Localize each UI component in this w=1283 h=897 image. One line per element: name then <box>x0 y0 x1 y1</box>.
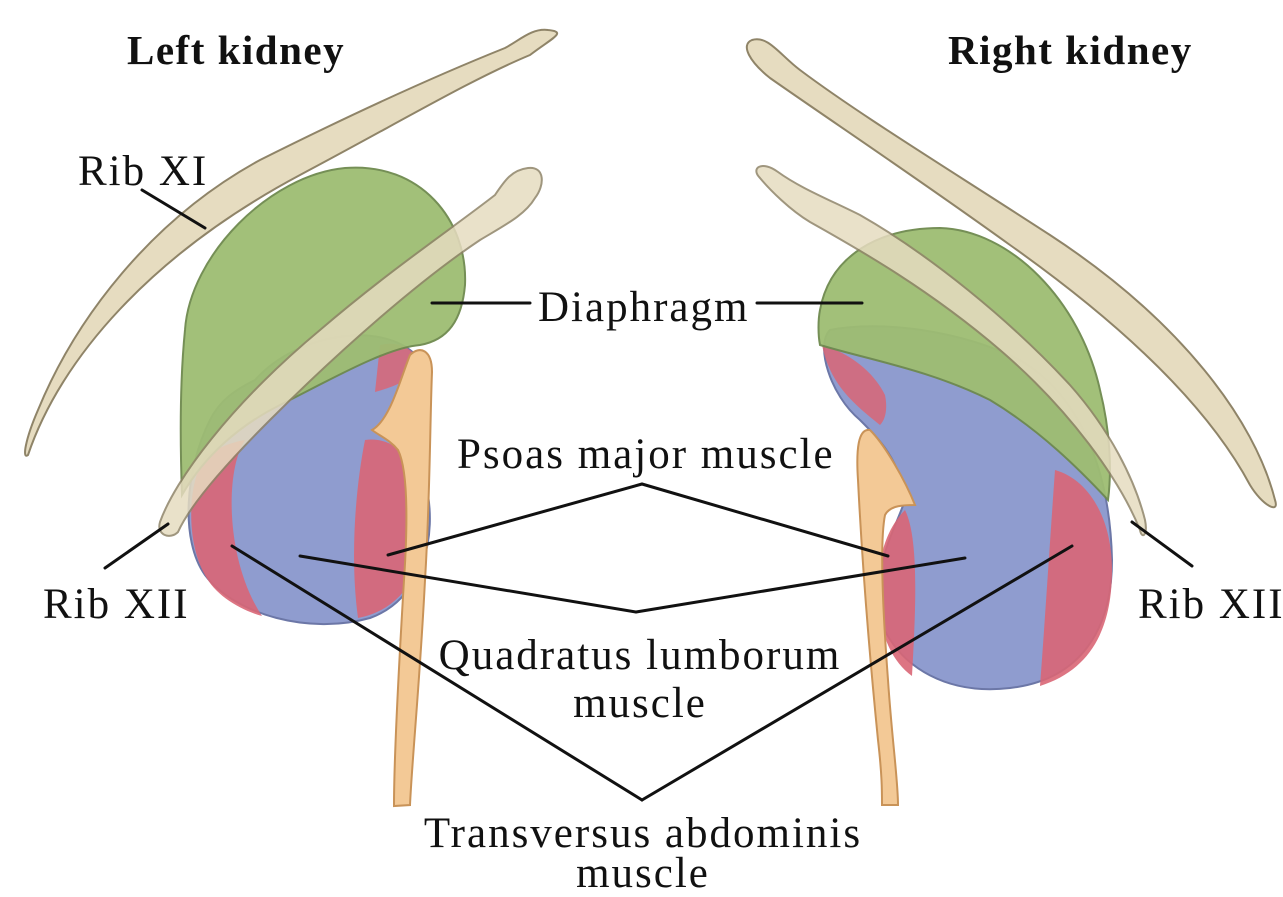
rib-xii-left-label: Rib XII <box>43 583 190 626</box>
rib-xi-label: Rib XI <box>78 150 208 193</box>
right-kidney-heading: Right kidney <box>948 30 1193 71</box>
quadratus-lumborum-label-line2: muscle <box>420 682 860 725</box>
transversus-abdominis-label-line1: Transversus abdominis <box>400 812 886 855</box>
leader-rib-xii-left <box>105 524 168 568</box>
leader-rib-xii-right <box>1132 522 1192 566</box>
transversus-abdominis-label-line2: muscle <box>400 852 886 895</box>
left-kidney-heading: Left kidney <box>127 30 345 71</box>
psoas-major-label: Psoas major muscle <box>457 433 835 476</box>
rib-xii-right-label: Rib XII <box>1138 583 1283 626</box>
leader-psoas-right <box>642 484 888 556</box>
quadratus-lumborum-label-line1: Quadratus lumborum <box>420 634 860 677</box>
diaphragm-label: Diaphragm <box>538 286 749 329</box>
